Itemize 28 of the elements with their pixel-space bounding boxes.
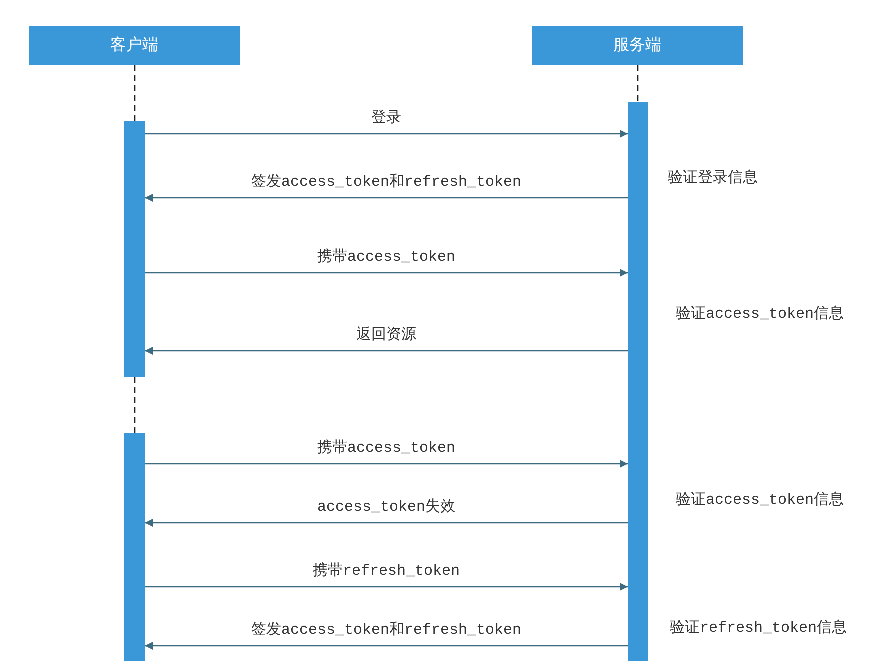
edge-label: 登录: [372, 109, 402, 127]
edge-label: 携带access_token: [317, 438, 456, 457]
note-text: 验证access_token信息: [676, 490, 844, 509]
lifeline: [637, 65, 639, 102]
lifeline: [134, 65, 136, 121]
lifeline: [134, 377, 136, 433]
edge-label: 携带refresh_token: [312, 562, 460, 580]
activation-bar: [124, 433, 145, 661]
message-arrow: [145, 519, 628, 527]
participant-box: 客户端: [29, 26, 240, 65]
message-arrow: [145, 460, 628, 468]
activation-bar: [124, 121, 145, 377]
message-arrow: [145, 347, 628, 355]
edge-label: 返回资源: [356, 326, 416, 344]
edge-label: 签发access_token和refresh_token: [251, 620, 522, 639]
edge-label: access_token失效: [317, 498, 456, 516]
participant-box: 服务端: [532, 26, 743, 65]
message-arrow: [145, 194, 628, 202]
note-text: 验证登录信息: [668, 168, 758, 187]
activation-bar: [628, 102, 648, 661]
note-text: 验证access_token信息: [676, 304, 844, 323]
message-arrow: [145, 583, 628, 591]
edge-label: 签发access_token和refresh_token: [251, 172, 522, 191]
message-arrow: [145, 130, 628, 138]
message-arrow: [145, 642, 628, 650]
note-text: 验证refresh_token信息: [670, 618, 848, 637]
message-arrow: [145, 269, 628, 277]
edge-label: 携带access_token: [317, 248, 456, 266]
